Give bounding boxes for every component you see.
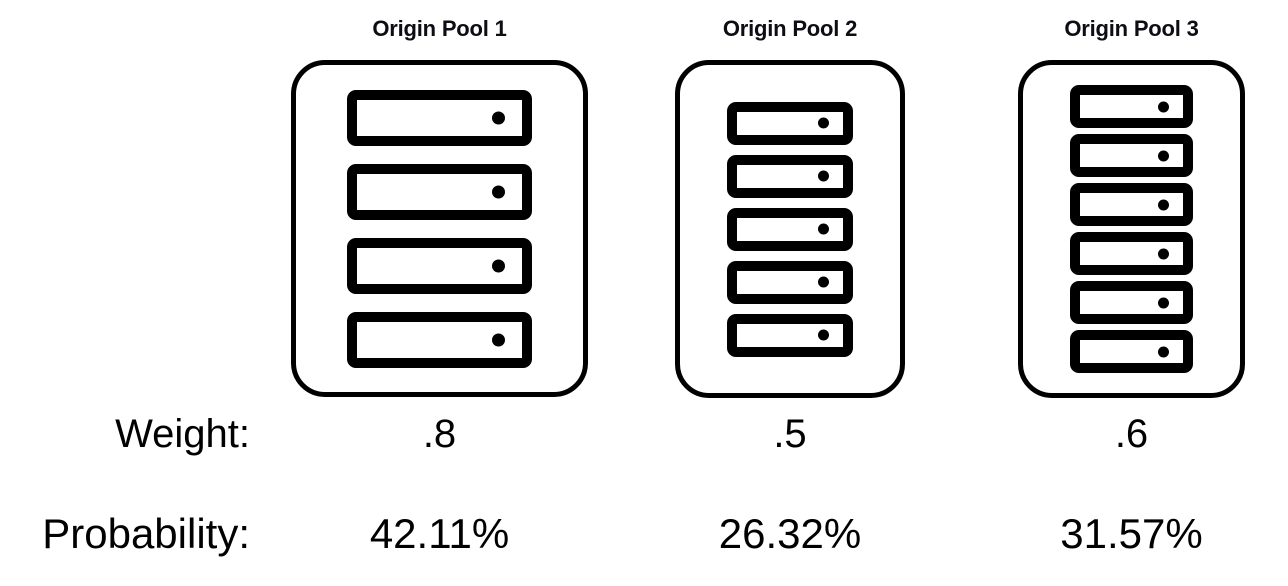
server-icon[interactable] [1070,134,1193,177]
status-led-icon [818,170,829,182]
status-led-icon [818,276,829,288]
server-icon[interactable] [727,313,853,357]
weight-value-pool-3: .6 [1114,412,1149,456]
weight-row-label: Weight: [115,412,250,456]
status-led-icon [1158,199,1169,210]
status-led-icon [818,223,829,235]
origin-pool-1-title: Origin Pool 1 [372,16,507,41]
server-icon[interactable] [727,101,853,145]
status-led-icon [1158,101,1169,112]
server-icon[interactable] [727,260,853,304]
origin-pool-2-title: Origin Pool 2 [722,16,858,41]
probability-value-pool-3: 31.57% [1060,510,1203,557]
server-icon[interactable] [1070,85,1193,128]
server-icon[interactable] [1070,281,1193,324]
status-led-icon [492,111,505,124]
weight-value-pool-1: .8 [422,412,457,456]
server-icon[interactable] [727,154,853,198]
status-led-icon [492,259,505,272]
server-icon[interactable] [1070,183,1193,226]
weight-value-pool-2: .5 [773,412,807,456]
status-led-icon [818,329,829,341]
status-led-icon [1158,150,1169,161]
server-icon[interactable] [1070,330,1193,373]
origin-pool-3-box[interactable] [1018,60,1245,398]
status-led-icon [818,117,829,129]
server-icon[interactable] [1070,232,1193,275]
probability-value-pool-2: 26.32% [718,510,862,557]
status-led-icon [1158,346,1169,357]
origin-pool-2-box[interactable] [675,60,905,398]
server-icon[interactable] [347,237,532,294]
probability-row-label: Probability: [42,510,250,557]
status-led-icon [1158,297,1169,308]
server-icon[interactable] [347,89,532,146]
status-led-icon [1158,248,1169,259]
server-icon[interactable] [347,163,532,220]
server-icon[interactable] [727,207,853,251]
origin-pool-3-title: Origin Pool 3 [1064,16,1199,41]
status-led-icon [492,185,505,198]
origin-pool-1-box[interactable] [291,60,588,397]
probability-value-pool-1: 42.11% [369,510,510,557]
status-led-icon [492,333,505,346]
server-icon[interactable] [347,311,532,368]
